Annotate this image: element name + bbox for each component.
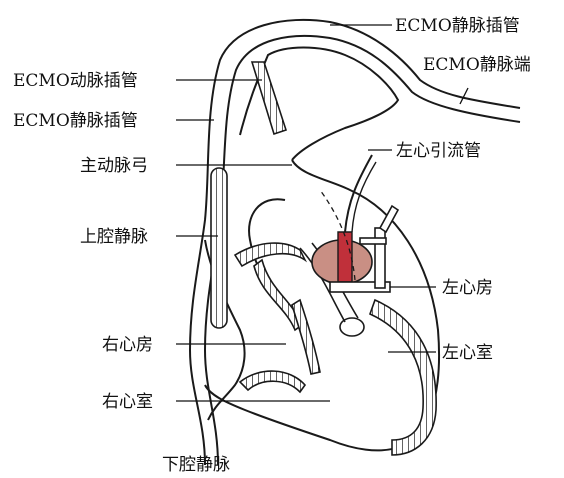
- label-superior-vena-cava: 上腔静脉: [80, 227, 148, 247]
- label-ecmo-venous-cannula-top: ECMO静脉插管: [395, 16, 520, 36]
- label-lv-drainage-tube: 左心引流管: [396, 141, 481, 161]
- label-left-ventricle: 左心室: [442, 343, 493, 363]
- label-inferior-vena-cava: 下腔静脉: [162, 455, 230, 475]
- drainage-tube: [338, 232, 352, 282]
- pulmonary-vessel-lower: [292, 300, 320, 374]
- label-right-ventricle: 右心室: [102, 392, 153, 412]
- label-right-atrium: 右心房: [102, 335, 153, 355]
- pulmonary-vessel-branch: [254, 260, 302, 330]
- ventricle-wall-band: [370, 300, 436, 455]
- svc-cannula: [211, 168, 227, 328]
- rv-wall-band: [240, 371, 305, 392]
- pulmonary-vessel-left: [235, 243, 305, 266]
- label-ecmo-arterial-cannula: ECMO动脉插管: [13, 71, 138, 91]
- label-ecmo-venous-end: ECMO静脉端: [423, 55, 531, 75]
- left-atrium-region: [312, 155, 398, 292]
- label-aortic-arch: 主动脉弓: [80, 156, 148, 176]
- label-left-atrium: 左心房: [442, 278, 493, 298]
- label-ecmo-venous-cannula-left: ECMO静脉插管: [13, 111, 138, 131]
- arterial-cannula: [252, 62, 286, 134]
